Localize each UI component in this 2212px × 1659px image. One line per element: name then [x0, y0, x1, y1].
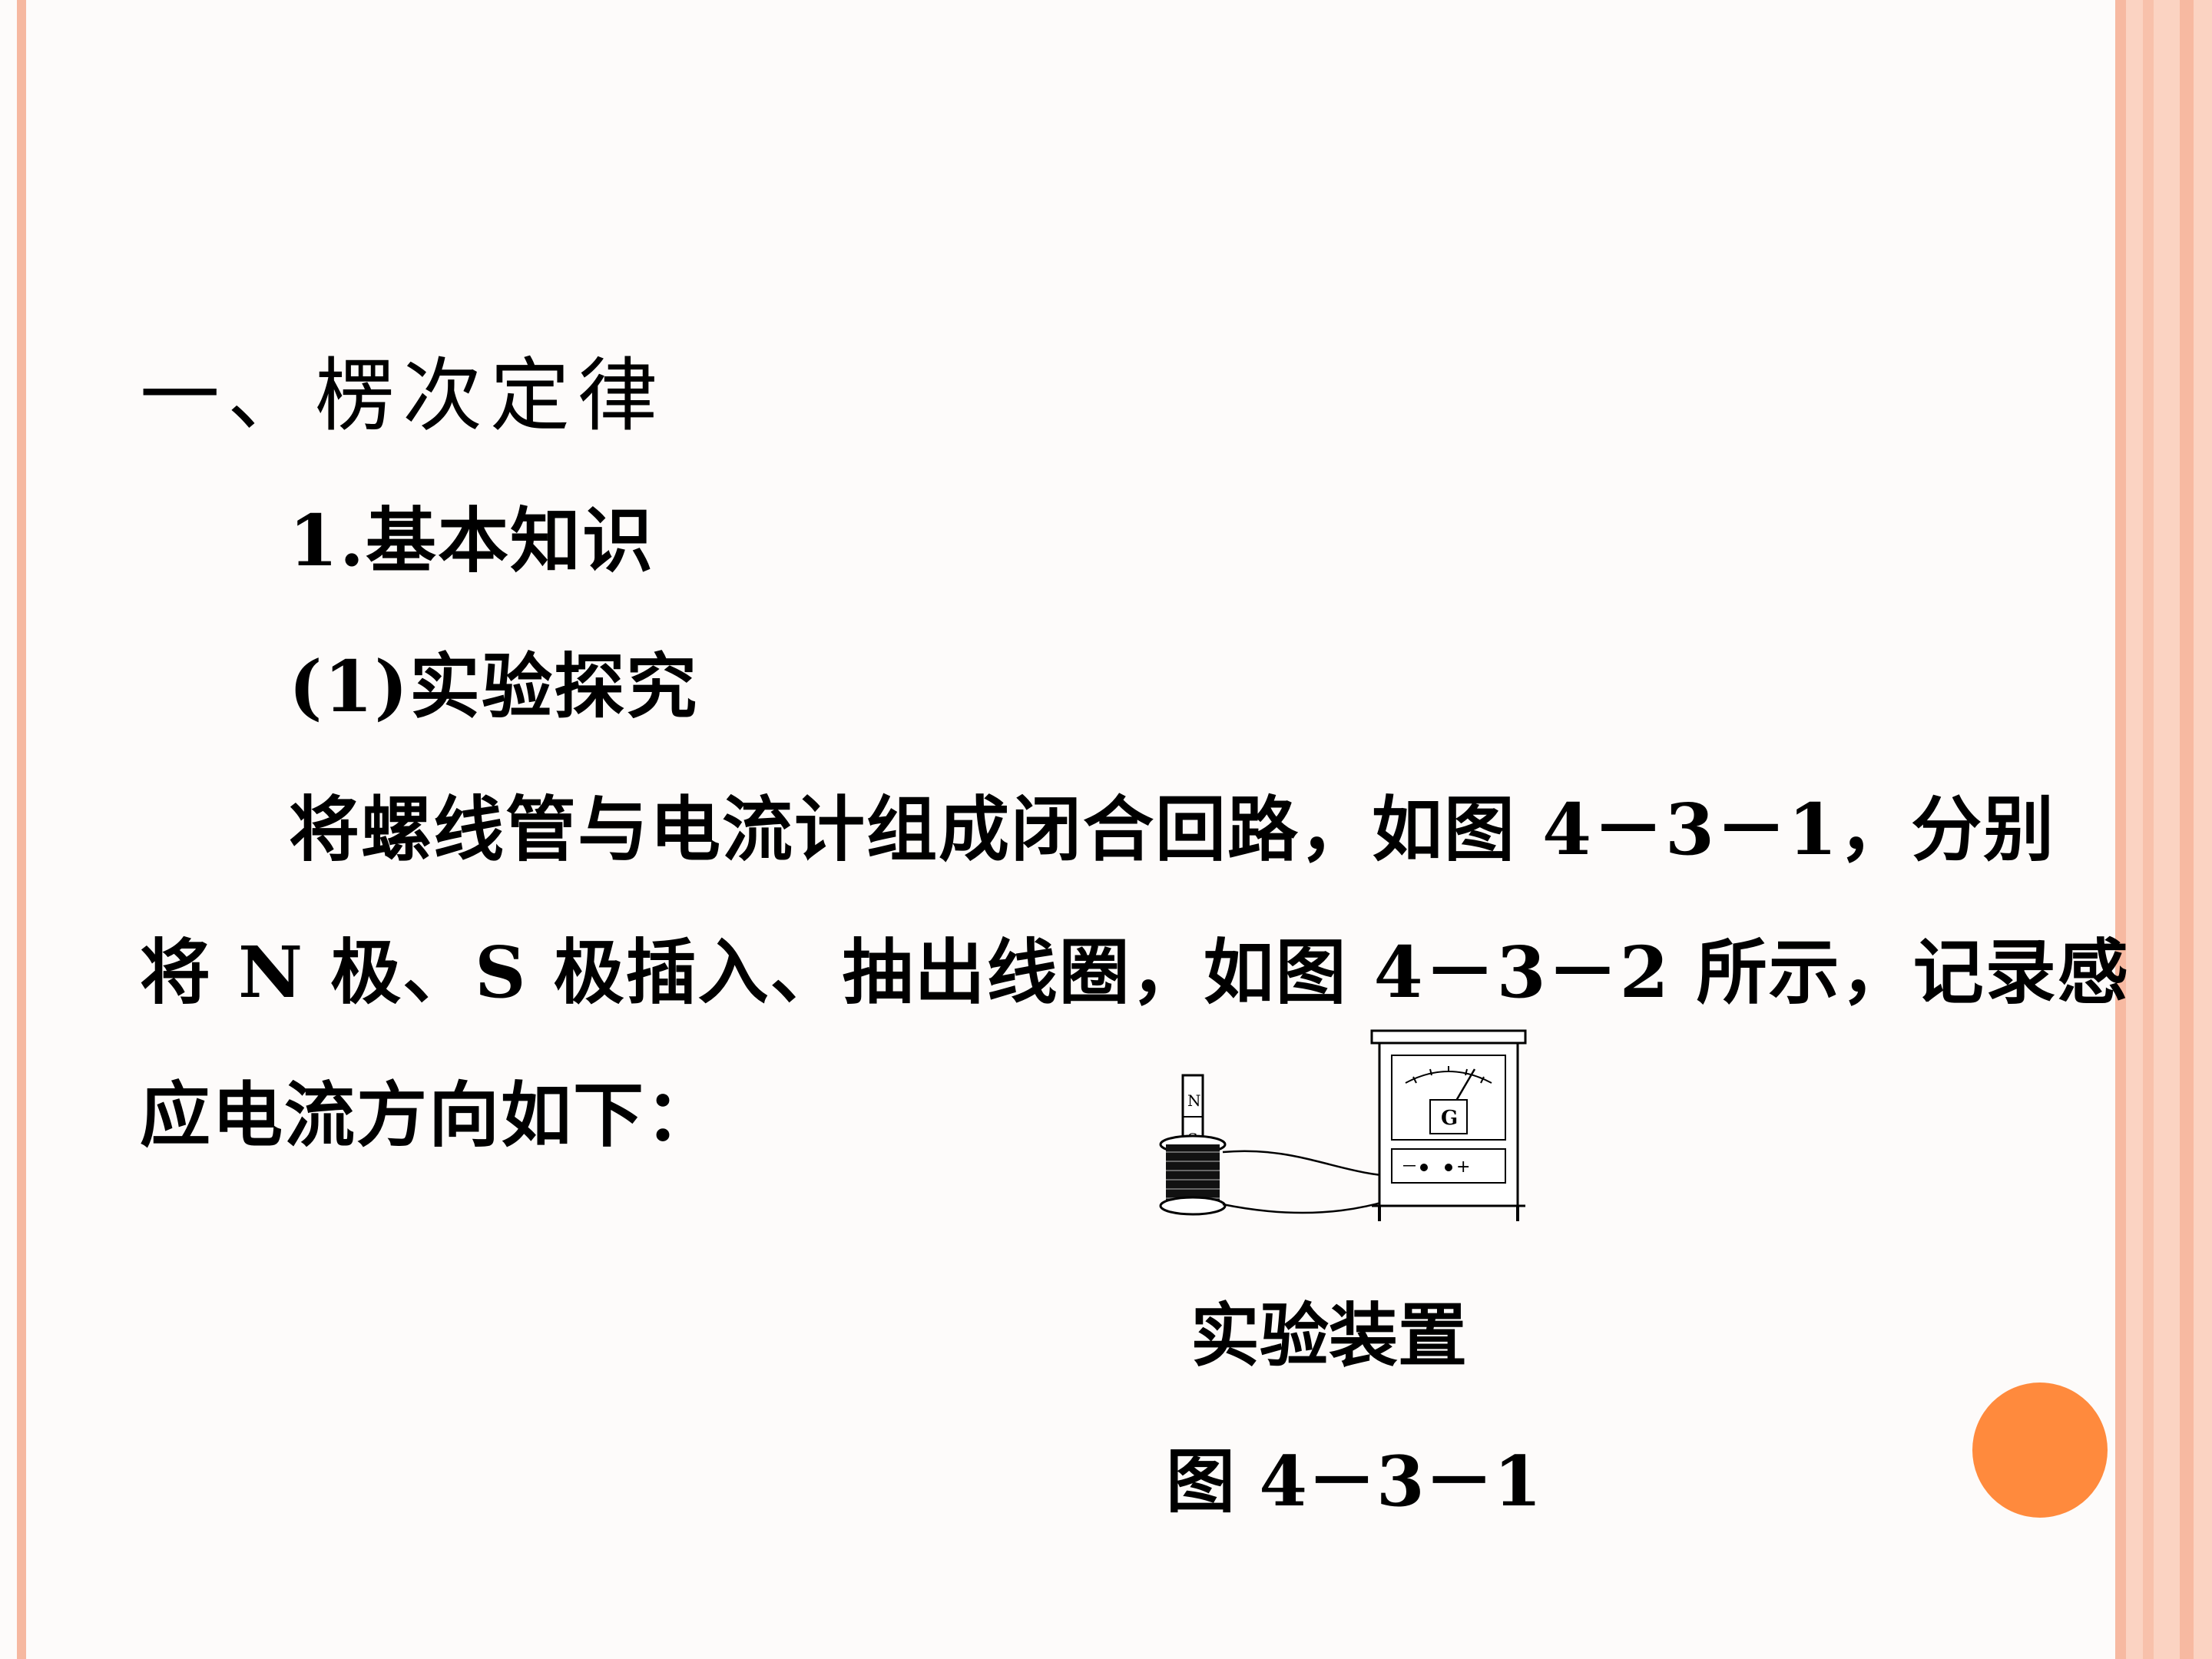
experiment-apparatus-figure: N S G － +	[1159, 1029, 1527, 1221]
figure-caption: 实验装置	[1190, 1295, 1467, 1376]
section-heading: 1.基本知识	[289, 499, 655, 582]
figure-label: 图 4－3－1	[1166, 1441, 1542, 1522]
meter-letter: G	[1441, 1107, 1458, 1130]
magnet-label-n: N	[1187, 1091, 1201, 1110]
terminal-minus: －	[1401, 1157, 1418, 1177]
solenoid-coil	[1159, 1134, 1227, 1216]
galvanometer: G － +	[1370, 1029, 1527, 1221]
left-frame-stripe	[17, 0, 26, 1659]
slide-title: 一、楞次定律	[140, 349, 666, 442]
terminal-plus: +	[1456, 1157, 1470, 1177]
right-frame-stripes	[2115, 0, 2212, 1659]
paragraph-line-3: 应电流方向如下：	[140, 1074, 718, 1157]
accent-dot	[1972, 1382, 2108, 1518]
paragraph-line-1: 将螺线管与电流计组成闭合回路，如图 4－3－1，分别	[289, 788, 2056, 871]
subsection-heading: (1)实验探究	[289, 645, 699, 728]
paragraph-line-2: 将 N 极、S 极插入、抽出线圈，如图 4－3－2 所示，记录感	[140, 931, 2130, 1014]
